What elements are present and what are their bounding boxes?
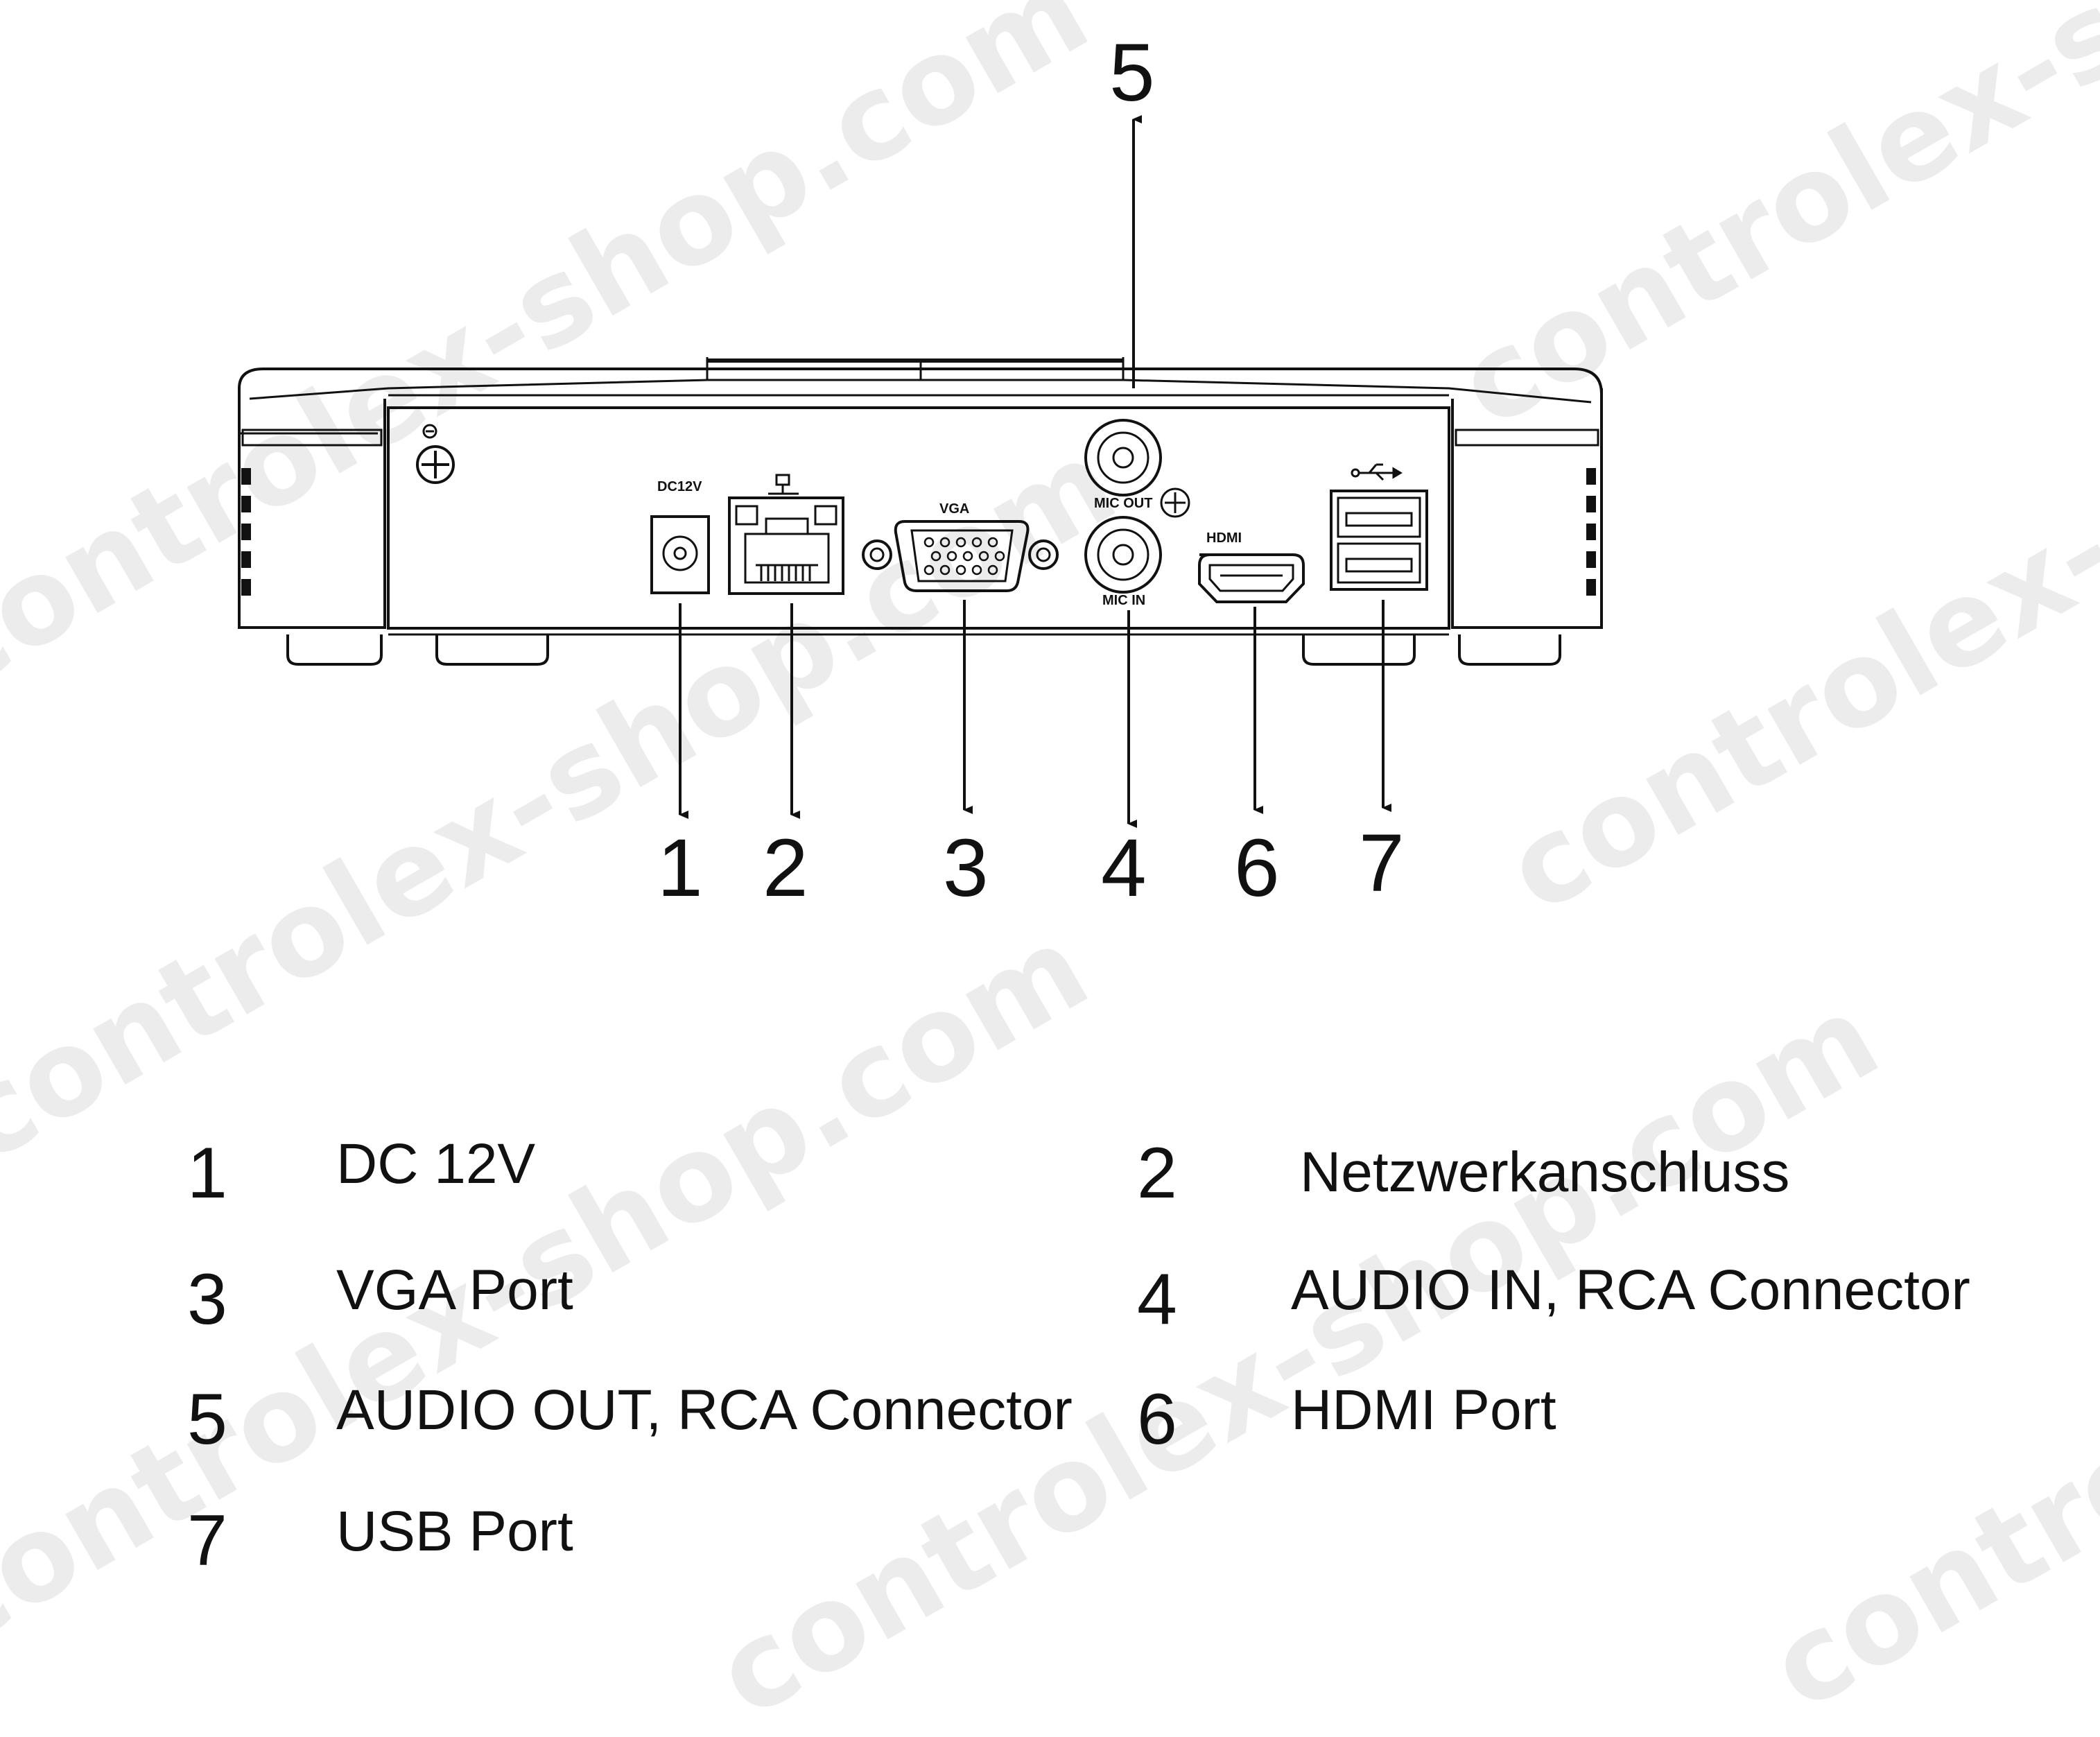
legend-label: USB Port — [336, 1500, 573, 1563]
mic-in-label: MIC IN — [1102, 593, 1145, 608]
watermark-text: controlex-shop.com — [1437, 0, 2100, 455]
device-top-edge — [249, 379, 1592, 404]
legend-number: 7 — [187, 1501, 227, 1581]
callout-number: 2 — [763, 822, 808, 914]
device-foot — [286, 634, 383, 666]
device-foot — [1458, 634, 1561, 666]
legend-label: HDMI Port — [1291, 1379, 1556, 1442]
legend-label: Netzwerkanschluss — [1300, 1141, 1790, 1204]
callout-number: 7 — [1359, 818, 1405, 909]
callout-number: 6 — [1234, 822, 1280, 914]
vga-label: VGA — [939, 501, 969, 517]
legend-number: 1 — [187, 1133, 227, 1213]
callout-number: 3 — [943, 822, 989, 914]
audio-out-rca: MIC OUT — [1084, 419, 1190, 518]
legend-number: 5 — [187, 1379, 227, 1460]
callout-number: 4 — [1101, 822, 1147, 914]
dc-power-jack: DC12V — [650, 479, 710, 594]
legend-number: 2 — [1137, 1133, 1177, 1213]
legend-label: VGA Port — [336, 1259, 573, 1322]
callout-number: 1 — [657, 822, 703, 914]
network-port — [728, 474, 844, 595]
device-left-side — [238, 388, 386, 629]
legend-number: 4 — [1137, 1259, 1177, 1340]
device-right-side — [1451, 388, 1603, 629]
hdmi-port: HDMI — [1198, 530, 1305, 603]
legend-number: 3 — [187, 1259, 227, 1340]
usb-ports — [1330, 463, 1428, 591]
mic-out-label: MIC OUT — [1094, 496, 1152, 511]
device-foot — [435, 634, 549, 666]
left-vents — [241, 468, 251, 596]
network-icon — [768, 474, 799, 495]
device-top-shell — [238, 368, 1603, 444]
legend-label: DC 12V — [336, 1132, 536, 1195]
right-vents — [1586, 468, 1596, 596]
audio-in-rca: MIC IN — [1084, 516, 1162, 608]
legend-label: AUDIO OUT, RCA Connector — [336, 1379, 1073, 1442]
usb-icon — [1351, 463, 1403, 481]
vga-port: VGA — [862, 501, 1059, 592]
callout-number: 5 — [1109, 27, 1155, 119]
device-foot — [1302, 634, 1416, 666]
leader-lines — [679, 115, 1391, 828]
callout-numbers: 5 1 2 3 4 6 7 — [657, 27, 1405, 914]
dc-label: DC12V — [657, 479, 702, 494]
device-back-panel — [387, 406, 1450, 630]
ground-screw-icon — [416, 424, 455, 484]
legend-label: AUDIO IN, RCA Connector — [1291, 1259, 1970, 1322]
hdmi-label: HDMI — [1206, 530, 1242, 546]
legend-number: 6 — [1137, 1379, 1177, 1460]
nvr-device — [238, 357, 1603, 666]
